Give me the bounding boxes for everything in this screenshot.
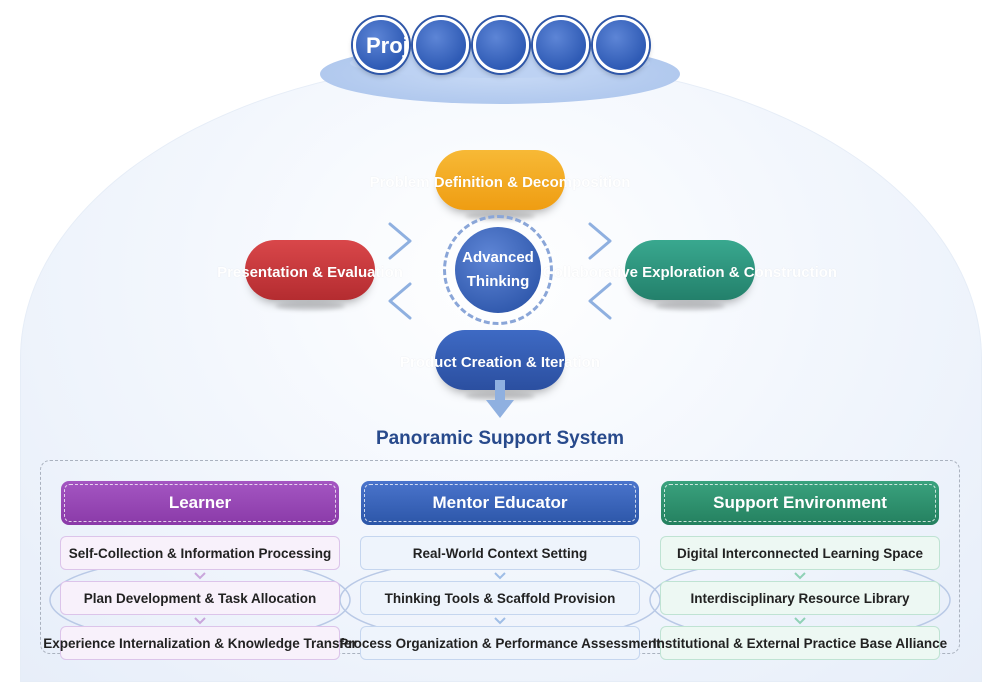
title-circle-5 bbox=[593, 17, 649, 73]
title-circle-1 bbox=[353, 17, 409, 73]
stage-collaborative-exploration-label: Collaborative Exploration & Construction bbox=[542, 264, 838, 281]
stage-presentation-evaluation bbox=[245, 240, 375, 300]
center-line-2: Thinking bbox=[466, 273, 530, 290]
support-system-title: Panoramic Support System bbox=[375, 428, 625, 449]
environment-item: Digital Interconnected Learning Space bbox=[660, 536, 940, 570]
stage-problem-definition bbox=[435, 150, 565, 210]
pill-shadow-right bbox=[655, 302, 725, 310]
column-header-learner: Learner bbox=[61, 481, 339, 525]
mentor-item: Real-World Context Setting bbox=[360, 536, 640, 570]
down-arrow-icon bbox=[486, 380, 514, 418]
stage-collaborative-exploration bbox=[625, 240, 755, 300]
learner-item: Experience Internalization & Knowledge T… bbox=[43, 626, 357, 660]
mentor-item: Thinking Tools & Scaffold Provision bbox=[360, 581, 640, 615]
page-title: Proj bbox=[366, 33, 409, 58]
column-header-mentor: Mentor Educator bbox=[361, 481, 639, 525]
stage-product-creation-label: Product Creation & Iteration bbox=[399, 354, 601, 371]
column-header-environment: Support Environment bbox=[661, 481, 939, 525]
center-line-1: Advanced bbox=[462, 249, 534, 266]
chevron-down-icon bbox=[494, 617, 506, 625]
chevron-left-icon bbox=[588, 282, 612, 320]
column-header-environment-label: Support Environment bbox=[713, 493, 887, 512]
column-header-learner-label: Learner bbox=[168, 493, 232, 512]
chevron-right-icon bbox=[588, 222, 612, 260]
chevron-left-icon bbox=[388, 282, 412, 320]
chevron-right-icon bbox=[388, 222, 412, 260]
environment-item: Interdisciplinary Resource Library bbox=[660, 581, 940, 615]
chevron-down-icon bbox=[794, 617, 806, 625]
stage-problem-definition-label: Problem Definition & Decomposition bbox=[369, 174, 631, 191]
title-circle-2 bbox=[413, 17, 469, 73]
title-circle-4 bbox=[533, 17, 589, 73]
environment-item: Institutional & External Practice Base A… bbox=[653, 626, 947, 660]
learner-item: Self-Collection & Information Processing bbox=[60, 536, 340, 570]
chevron-down-icon bbox=[194, 572, 206, 580]
center-advanced-thinking: Advanced Thinking bbox=[455, 227, 541, 313]
title-circle-3 bbox=[473, 17, 529, 73]
chevron-down-icon bbox=[494, 572, 506, 580]
chevron-down-icon bbox=[794, 572, 806, 580]
column-header-mentor-label: Mentor Educator bbox=[432, 493, 568, 512]
mentor-item: Process Organization & Performance Asses… bbox=[339, 626, 661, 660]
pill-shadow-left bbox=[275, 302, 345, 310]
center-dashed-ring bbox=[443, 215, 553, 325]
stage-presentation-evaluation-label: Presentation & Evaluation bbox=[217, 264, 403, 281]
chevron-down-icon bbox=[194, 617, 206, 625]
learner-item: Plan Development & Task Allocation bbox=[60, 581, 340, 615]
